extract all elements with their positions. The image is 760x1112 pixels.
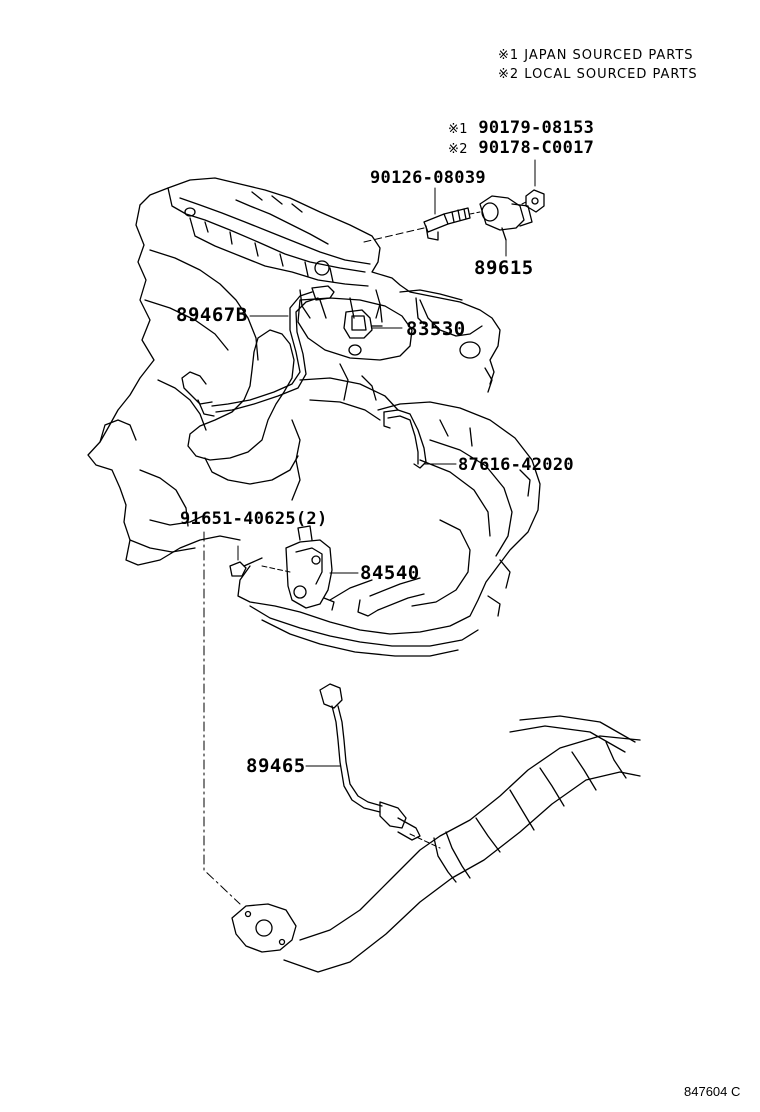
oxygen-sensor-lower-illustration [319, 683, 421, 841]
part-label-oxygen-sensor-lower[interactable]: 89465 [246, 755, 306, 777]
transmission-illustration [237, 401, 541, 657]
part-label-nut-local[interactable]: ※2 90178-C0017 [448, 138, 594, 158]
wire-clamp-illustration [383, 409, 427, 469]
part-label-stud-bolt[interactable]: 90126-08039 [370, 168, 486, 188]
stud-bolt-illustration [423, 207, 471, 241]
knock-sensor-illustration [479, 195, 533, 241]
bolt-illustration [229, 557, 263, 577]
oxygen-sensor-upper-illustration [181, 285, 335, 417]
leader-lines [203, 159, 536, 905]
part-number: 90178-C0017 [478, 138, 595, 158]
japan-mark: ※1 [448, 122, 468, 137]
local-mark: ※2 [448, 142, 468, 157]
part-label-neutral-start-switch[interactable]: 84540 [360, 562, 420, 584]
part-number: 90179-08153 [478, 118, 595, 138]
part-label-wire-clamp[interactable]: 87616-42020 [458, 455, 574, 475]
legend-local-sourced: ※2 LOCAL SOURCED PARTS [498, 67, 698, 82]
exhaust-pipe-illustration [231, 715, 641, 973]
part-label-oxygen-sensor-upper[interactable]: 89467B [176, 304, 248, 326]
legend-japan-sourced: ※1 JAPAN SOURCED PARTS [498, 48, 694, 63]
nut-illustration [525, 189, 545, 213]
engine-block-illustration [87, 177, 501, 566]
neutral-start-switch-illustration [285, 525, 335, 611]
diagram-reference-code: 847604 C [684, 1084, 741, 1099]
part-label-nut-japan[interactable]: ※1 90179-08153 [448, 118, 594, 138]
part-label-oil-pressure-switch[interactable]: 83530 [406, 318, 466, 340]
oil-pressure-switch-illustration [343, 309, 383, 339]
part-label-bolt[interactable]: 91651-40625(2) [180, 509, 328, 529]
part-label-knock-sensor[interactable]: 89615 [474, 257, 534, 279]
